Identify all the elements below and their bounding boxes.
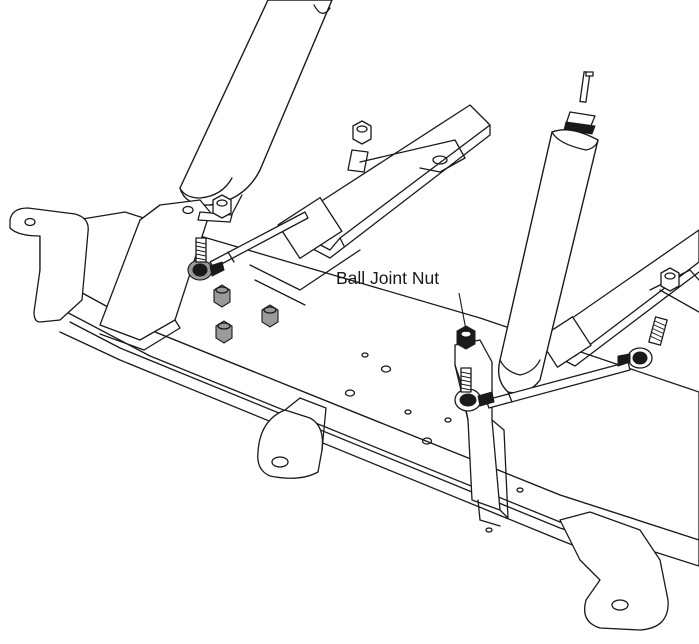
ball-joint-nut-label: Ball Joint Nut [336, 268, 440, 288]
ball-joint-nut [456, 325, 476, 350]
callout-leader-dot [464, 328, 468, 332]
stud-right-lower [460, 367, 472, 393]
stud-left [195, 237, 207, 263]
shock-absorber-left [179, 0, 333, 219]
shock-absorber-right [497, 71, 599, 394]
axle-frame [9, 207, 699, 631]
stud-right-upper [648, 316, 668, 346]
sway-bar-link-right [454, 267, 680, 412]
leaf-spring-right [538, 229, 699, 368]
leaf-spring-left [249, 104, 491, 306]
sway-bar-link-left [187, 194, 309, 281]
callout-leader-line [458, 292, 467, 331]
frame-nuts [213, 284, 279, 344]
leaf-spring-nuts [347, 120, 372, 173]
